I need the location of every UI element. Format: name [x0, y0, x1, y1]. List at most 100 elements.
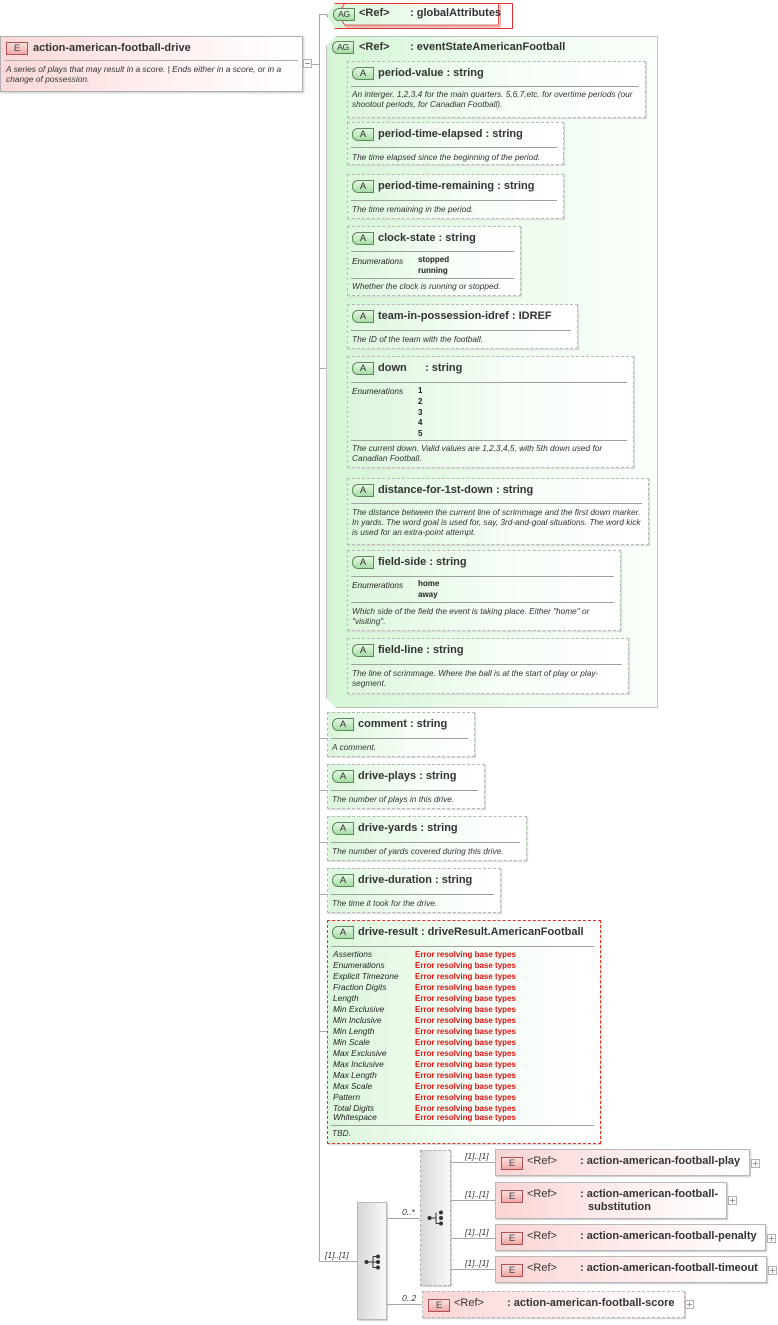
attribute-description: A comment. [332, 742, 376, 752]
ref-element-timeout[interactable]: E <Ref> : action-american-football-timeo… [495, 1256, 767, 1283]
divider [351, 86, 639, 87]
attribute-badge: A [352, 310, 374, 323]
attribute-description: The time it took for the drive. [332, 898, 438, 908]
expand-icon[interactable] [728, 1196, 737, 1205]
facet-key: Min Scale [333, 1037, 370, 1047]
facet-key: Fraction Digits [333, 982, 387, 992]
attribute-description: The ID of the team with the football. [352, 334, 483, 344]
global-attributes-name: : globalAttributes [410, 7, 502, 19]
expand-icon[interactable] [685, 1300, 694, 1309]
attribute-name: field-side : string [378, 556, 467, 568]
attribute-field-line[interactable]: A field-line : string The line of scrimm… [347, 638, 629, 694]
connector [387, 1218, 420, 1219]
enum-value: away [418, 589, 438, 599]
element-badge: E [501, 1157, 523, 1170]
facet-value: Error resolving base types [415, 994, 516, 1003]
ref-element-play[interactable]: E <Ref> : action-american-football-play [495, 1149, 750, 1176]
cardinality-label: 0..* [402, 1207, 415, 1217]
attribute-description: The distance between the current line of… [352, 507, 641, 537]
attribute-badge: A [332, 718, 354, 731]
choice-icon [427, 1210, 443, 1226]
attribute-badge: A [352, 556, 374, 569]
element-badge: E [6, 42, 28, 55]
choice-compositor[interactable] [420, 1150, 451, 1286]
event-state-group-name: : eventStateAmericanFootball [410, 41, 566, 53]
attribute-drive-yards[interactable]: A drive-yards : string The number of yar… [327, 816, 527, 861]
facet-value: Error resolving base types [415, 1093, 516, 1102]
facet-key: Min Exclusive [333, 1004, 385, 1014]
collapse-icon[interactable] [303, 59, 312, 68]
attribute-drive-duration[interactable]: A drive-duration : string The time it to… [327, 868, 501, 913]
ref-element-name: : action-american-football-score [507, 1297, 675, 1309]
facet-value: Error resolving base types [415, 1027, 516, 1036]
attribute-drive-result[interactable]: A drive-result : driveResult.AmericanFoo… [327, 920, 601, 1144]
attribute-badge: A [352, 362, 374, 375]
attribute-name: distance-for-1st-down : string [378, 484, 534, 496]
ref-element-score[interactable]: E <Ref> : action-american-football-score [422, 1291, 685, 1318]
attribute-distance-for-1st-down[interactable]: A distance-for-1st-down : string The dis… [347, 478, 649, 545]
attribute-name: period-time-remaining : string [378, 180, 535, 192]
attribute-name: team-in-possession-idref : IDREF [378, 310, 552, 322]
connector [319, 1261, 357, 1262]
ref-tag: <Ref> [454, 1297, 484, 1309]
expand-icon[interactable] [768, 1266, 777, 1275]
cardinality-label: [1]..[1] [325, 1250, 349, 1260]
enum-value: home [418, 579, 440, 588]
facet-value: Error resolving base types [415, 1005, 516, 1014]
facet-value: Error resolving base types [415, 983, 516, 992]
expand-icon[interactable] [767, 1234, 776, 1243]
enumerations-label: Enumerations [352, 256, 404, 266]
facet-key: Explicit Timezone [333, 971, 399, 981]
enum-value: 2 [418, 396, 423, 406]
divider [351, 576, 614, 577]
facet-key: Min Length [333, 1026, 375, 1036]
sequence-compositor[interactable] [357, 1202, 387, 1320]
element-badge: E [428, 1299, 450, 1312]
attribute-description: TBD. [332, 1128, 351, 1138]
attribute-team-in-possession-idref[interactable]: A team-in-possession-idref : IDREF The I… [347, 304, 578, 349]
connector [319, 842, 327, 843]
attribute-name: clock-state : string [378, 232, 476, 244]
attribute-badge: A [352, 128, 374, 141]
facet-key: Max Inclusive [333, 1059, 384, 1069]
attribute-badge: A [352, 67, 374, 80]
attribute-description: The number of yards covered during this … [332, 846, 504, 856]
attribute-description: The current down. Valid values are 1,2,3… [352, 443, 603, 463]
attribute-comment[interactable]: A comment : string A comment. [327, 712, 475, 757]
cardinality-label: [1]..[1] [465, 1151, 489, 1161]
cardinality-label: [1]..[1] [465, 1227, 489, 1237]
attribute-group-badge: AG [333, 8, 355, 21]
attribute-badge: A [352, 644, 374, 657]
attribute-badge: A [352, 484, 374, 497]
attribute-period-time-remaining[interactable]: A period-time-remaining : string The tim… [347, 174, 564, 219]
divider [331, 946, 594, 947]
expand-icon[interactable] [751, 1159, 760, 1168]
attribute-name: drive-duration : string [358, 874, 473, 886]
enum-value: 1 [418, 386, 423, 395]
attribute-description: The line of scrimmage. Where the ball is… [352, 668, 599, 688]
root-element-box[interactable]: E action-american-football-drive A serie… [0, 36, 303, 92]
ref-element-name-line2: substitution [588, 1201, 651, 1213]
enum-value: 3 [418, 407, 423, 417]
divider [351, 278, 514, 279]
attribute-group-badge: AG [332, 41, 354, 54]
ref-tag: <Ref> [527, 1155, 557, 1167]
attribute-period-value[interactable]: A period-value : string An interger. 1,2… [347, 61, 646, 118]
ref-element-substitution[interactable]: E <Ref> : action-american-football- subs… [495, 1182, 727, 1219]
facet-key: Total Digits [333, 1103, 375, 1113]
attribute-description: Whether the clock is running or stopped. [352, 281, 501, 291]
attribute-badge: A [352, 180, 374, 193]
ref-element-name: : action-american-football-play [580, 1155, 741, 1167]
connector [451, 1269, 495, 1270]
facet-value: Error resolving base types [415, 1016, 516, 1025]
facet-key: Max Length [333, 1070, 377, 1080]
attribute-down[interactable]: A down : string Enumerations 1 2 3 4 5 T… [347, 356, 634, 468]
attribute-badge: A [332, 926, 354, 939]
ref-element-penalty[interactable]: E <Ref> : action-american-football-penal… [495, 1224, 766, 1251]
attribute-clock-state[interactable]: A clock-state : string Enumerations stop… [347, 226, 521, 296]
attribute-period-time-elapsed[interactable]: A period-time-elapsed : string The time … [347, 122, 564, 165]
attribute-name: drive-plays : string [358, 770, 457, 782]
attribute-drive-plays[interactable]: A drive-plays : string The number of pla… [327, 764, 485, 809]
divider [351, 503, 642, 504]
attribute-field-side[interactable]: A field-side : string Enumerations home … [347, 550, 621, 631]
